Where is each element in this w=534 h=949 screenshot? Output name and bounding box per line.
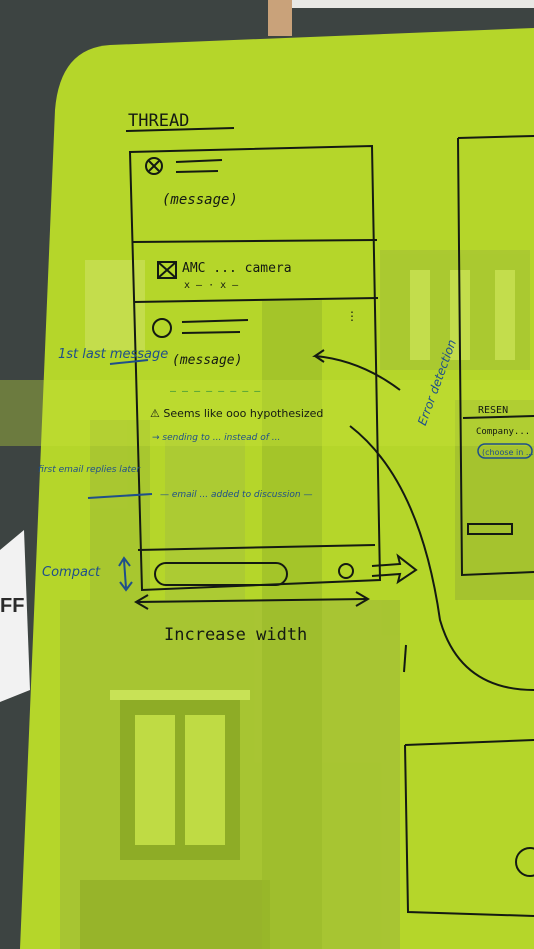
card-email-line: — email ... added to discussion — [160,490,312,500]
width-arrow-icon [134,591,370,610]
wooden-post [268,0,292,36]
card-warning-text: ⚠ Seems like ooo hypothesized [150,407,323,420]
detection-arrow [312,349,401,391]
annotation-compact: Compact [42,565,101,580]
close-icon [145,157,163,175]
annotation-last-message: 1st last message [58,347,168,362]
title-underline [125,127,235,132]
right-panel-line: Company... [476,427,530,437]
card-sender-meta: x — · x — [184,280,239,291]
menu-lines-icon [175,159,223,173]
light-band [0,380,534,446]
stray-mark [403,644,407,673]
compact-arrow-icon [118,556,133,592]
right-panel-chip: (choose in ...) [477,443,534,459]
increase-width-label: Increase width [164,625,307,645]
annotation-first-email: first email replies later [38,465,141,475]
avatar-circle-icon [152,318,172,338]
vertical-strip [262,300,322,949]
body-lines [181,319,249,334]
avatar-box-icon [157,261,177,279]
kebab-menu-icon: ⋮ [346,309,358,323]
compose-input-sketch [154,562,288,586]
right-panel-title: RESEN [478,405,508,416]
building-reflection [60,250,534,949]
lower-panel-sketch [404,739,534,917]
right-panel-sketch [457,135,534,577]
expand-arrow-icon [371,553,418,585]
lower-panel-circle-icon [515,847,534,877]
thread-card-sketch [128,144,382,592]
sticker: FF [0,530,30,702]
first-email-arrow [87,493,153,499]
card-sender-line: AMC ... camera [182,261,292,276]
send-icon [338,563,354,579]
ceiling-strip [292,0,534,8]
svg-text:(choose in ...): (choose in ...) [482,448,534,457]
sticker-text: FF [0,595,24,617]
card-warning-sub: → sending to ... instead of ... [152,433,280,443]
card-header-message: (message) [162,192,238,208]
card-body-message: (message) [172,353,242,368]
card-green-bar: — — — — — — — — [170,386,261,397]
last-message-arrow [109,359,149,365]
thread-title: THREAD [128,111,189,131]
to-panel-line [349,425,534,691]
